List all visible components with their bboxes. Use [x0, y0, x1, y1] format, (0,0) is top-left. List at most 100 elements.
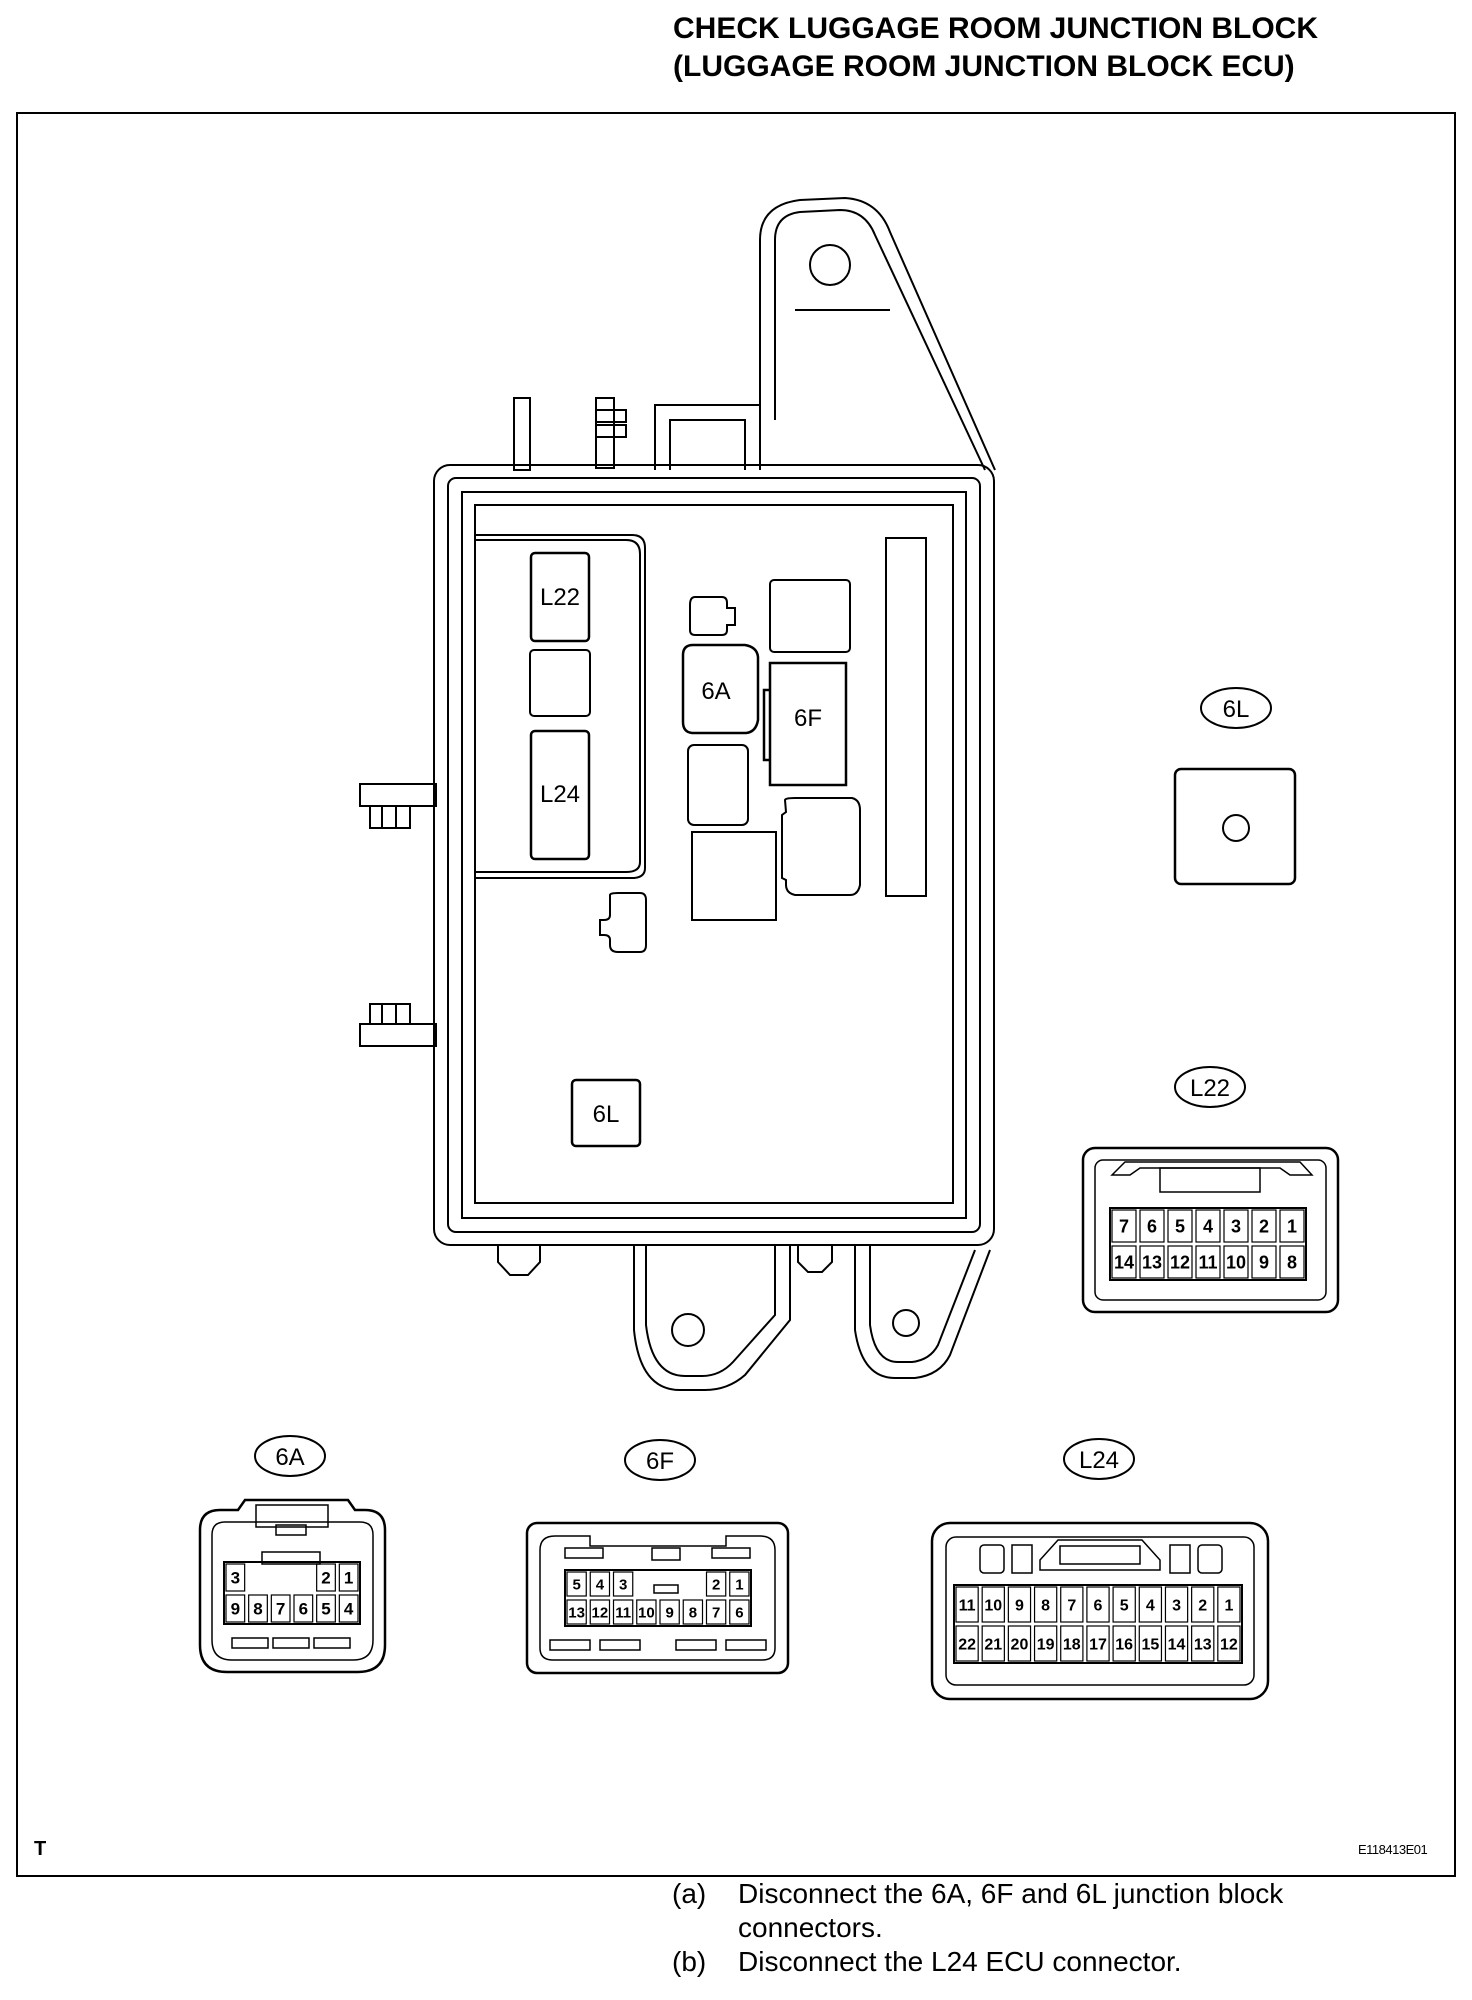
pin-number: 8 — [1287, 1252, 1297, 1272]
pin-cell — [338, 1563, 359, 1592]
pin-cell — [1138, 1625, 1163, 1662]
page-title: CHECK LUGGAGE ROOM JUNCTION BLOCK (LUGGA… — [673, 10, 1318, 86]
title-line-2: (LUGGAGE ROOM JUNCTION BLOCK ECU) — [673, 50, 1295, 83]
pin-cell — [225, 1563, 246, 1592]
pin-cell — [705, 1599, 727, 1625]
pin-cell — [566, 1571, 587, 1597]
pin-number: 8 — [253, 1600, 262, 1619]
pin-cell — [682, 1599, 704, 1625]
pin-cell — [1138, 1586, 1163, 1623]
pin-cell — [1111, 1209, 1137, 1243]
pin-cell — [1086, 1625, 1110, 1662]
pin-number: 2 — [321, 1569, 330, 1588]
connector-l24-label: L24 — [1079, 1447, 1119, 1474]
block-l24-label: L24 — [540, 781, 580, 808]
pin-number: 1 — [1287, 1216, 1297, 1236]
pin-cell — [1033, 1625, 1058, 1662]
pin-number: 5 — [1175, 1216, 1185, 1236]
pin-number: 8 — [1041, 1597, 1050, 1614]
pin-cell — [1217, 1625, 1241, 1662]
connector-6f-label: 6F — [646, 1448, 674, 1475]
pin-cell — [1191, 1586, 1215, 1623]
pin-cell — [1164, 1625, 1189, 1662]
pin-cell — [1195, 1245, 1221, 1279]
pin-cell — [729, 1599, 750, 1625]
pin-cell — [612, 1571, 634, 1597]
pin-number: 2 — [712, 1576, 720, 1593]
pin-cell — [1251, 1245, 1277, 1279]
pin-cell — [271, 1564, 290, 1591]
pin-cell — [612, 1599, 634, 1625]
pin-number: 12 — [592, 1604, 609, 1621]
pin-number: 4 — [1203, 1216, 1213, 1236]
step-a-label: (a) — [672, 1878, 707, 1909]
pin-number: 3 — [619, 1576, 627, 1593]
pin-number: 18 — [1063, 1636, 1081, 1653]
pin-cell — [589, 1599, 611, 1625]
figure-code: E118413E01 — [1358, 1842, 1428, 1857]
pin-cell — [1033, 1586, 1058, 1623]
pin-cell — [659, 1599, 680, 1625]
pin-number: 16 — [1115, 1636, 1133, 1653]
pin-number: 1 — [1224, 1597, 1233, 1614]
connector-6l-label: 6L — [1223, 696, 1250, 723]
pin-number: 12 — [1220, 1636, 1238, 1653]
pin-number: 7 — [276, 1600, 285, 1619]
pin-number: 1 — [344, 1569, 353, 1588]
pin-number: 10 — [984, 1597, 1002, 1614]
block-l24: L24 — [529, 729, 591, 861]
pin-number: 6 — [1094, 1597, 1103, 1614]
pin-number: 2 — [1259, 1216, 1269, 1236]
step-b: (b) Disconnect the L24 ECU connector. — [672, 1945, 1378, 1979]
pin-cell — [1164, 1586, 1189, 1623]
pin-cell — [316, 1594, 336, 1623]
pin-number: 6 — [735, 1604, 743, 1621]
pin-number: 22 — [958, 1636, 976, 1653]
pin-number: 12 — [1170, 1252, 1190, 1272]
pin-cell — [1007, 1586, 1032, 1623]
block-6a-label: 6A — [701, 678, 730, 705]
pin-number: 7 — [712, 1604, 720, 1621]
pin-number: 10 — [1226, 1252, 1246, 1272]
pin-cell — [1191, 1625, 1215, 1662]
step-a: (a) Disconnect the 6A, 6F and 6L junctio… — [672, 1877, 1378, 1945]
pin-cell — [637, 1572, 656, 1596]
pin-number: 6 — [1147, 1216, 1157, 1236]
step-b-label: (b) — [672, 1946, 707, 1977]
pin-cell — [1217, 1586, 1241, 1623]
step-b-text: Disconnect the L24 ECU connector. — [738, 1946, 1182, 1977]
pin-cell — [1139, 1209, 1165, 1243]
block-6l-label: 6L — [593, 1101, 620, 1128]
pin-number: 13 — [568, 1604, 585, 1621]
pin-cell — [1007, 1625, 1032, 1662]
pin-number: 15 — [1141, 1636, 1159, 1653]
block-6f: 6F — [762, 661, 848, 787]
pin-number: 13 — [1142, 1252, 1162, 1272]
figure-frame — [16, 112, 1456, 1877]
pin-cell — [1251, 1209, 1277, 1243]
instruction-steps: (a) Disconnect the 6A, 6F and 6L junctio… — [672, 1877, 1378, 1979]
pin-number: 3 — [1172, 1597, 1181, 1614]
connector-6l: 6L — [1173, 687, 1297, 886]
pin-number: 3 — [1231, 1216, 1241, 1236]
pin-cell — [636, 1599, 657, 1625]
pin-cell — [683, 1572, 702, 1596]
pin-cell — [1112, 1586, 1136, 1623]
pin-number: 6 — [299, 1600, 308, 1619]
pin-number: 3 — [231, 1569, 240, 1588]
pin-cell — [1111, 1245, 1137, 1279]
title-line-1: CHECK LUGGAGE ROOM JUNCTION BLOCK — [673, 12, 1318, 45]
pin-number: 8 — [689, 1604, 697, 1621]
pin-cell — [1167, 1245, 1193, 1279]
pin-number: 19 — [1037, 1636, 1055, 1653]
pin-number: 1 — [735, 1576, 743, 1593]
block-l22-label: L22 — [540, 584, 580, 611]
